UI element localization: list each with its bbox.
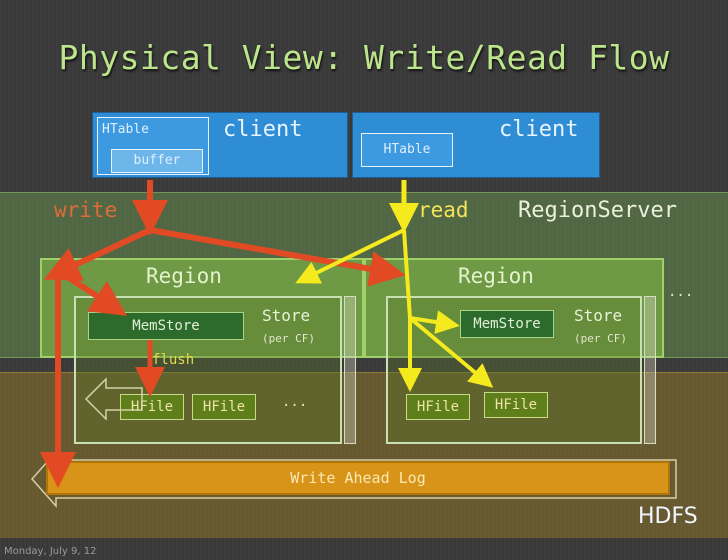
client-1: HTable buffer client xyxy=(92,112,348,178)
region-2: Region xyxy=(364,258,664,358)
hfile-1-more: ... xyxy=(282,394,308,410)
regionserver-label: RegionServer xyxy=(518,198,677,223)
write-ahead-log: Write Ahead Log xyxy=(46,461,670,495)
write-arrow-left xyxy=(43,227,152,281)
read-arrow-left xyxy=(295,228,405,284)
store-2-label: Store xyxy=(574,306,623,325)
region-1-label: Region xyxy=(146,264,222,288)
memstore-1: MemStore xyxy=(88,312,244,340)
footer-date: Monday, July 9, 12 xyxy=(4,546,97,557)
read-arrow-hfile-b xyxy=(408,316,494,388)
htable-2-label: HTable xyxy=(383,142,431,157)
hdfs-arrow-1 xyxy=(84,377,143,421)
write-arrow-right xyxy=(149,227,406,287)
store-1-edge xyxy=(344,296,356,444)
more-regions: ... xyxy=(668,284,694,300)
flush-label: flush xyxy=(152,352,195,368)
slide-title: Physical View: Write/Read Flow xyxy=(58,38,670,77)
hfile-2b: HFile xyxy=(484,392,548,418)
write-arrow-memstore xyxy=(58,269,128,316)
store-1-sub: (per CF) xyxy=(262,332,315,345)
read-label: read xyxy=(418,198,469,222)
hfile-2a: HFile xyxy=(406,394,470,420)
hfile-1b: HFile xyxy=(192,394,256,420)
read-arrow-memstore xyxy=(409,310,460,334)
region-2-label: Region xyxy=(458,264,534,288)
store-1-label: Store xyxy=(262,306,311,325)
store-2-edge xyxy=(644,296,656,444)
client-1-label: client xyxy=(223,117,303,142)
store-1: MemStore Store (per CF) flush HFile HFil… xyxy=(74,296,342,444)
htable-1-label: HTable xyxy=(102,122,149,137)
memstore-2: MemStore xyxy=(460,310,554,338)
hdfs-label: HDFS xyxy=(638,504,698,529)
client-2-label: client xyxy=(499,117,579,142)
buffer-label: buffer xyxy=(133,153,181,168)
client-2: HTable client xyxy=(352,112,600,178)
store-2-sub: (per CF) xyxy=(574,332,627,345)
buffer-box: buffer xyxy=(111,149,203,173)
read-arrow-region2 xyxy=(402,229,412,319)
htable-2: HTable xyxy=(361,133,453,167)
write-label: write xyxy=(54,198,118,222)
